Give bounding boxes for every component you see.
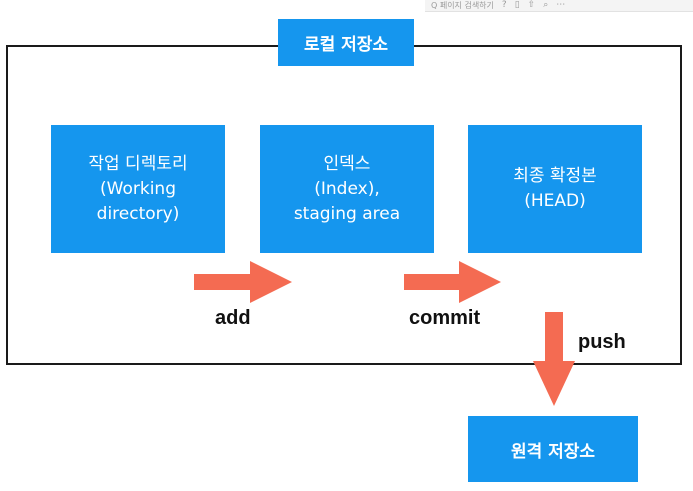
index-subtitle: (Index), <box>314 178 380 199</box>
working-directory-subtitle: (Working <box>100 178 176 199</box>
index-box: 인덱스 (Index), staging area <box>260 125 434 253</box>
add-command-label: add <box>215 307 251 329</box>
working-directory-title: 작업 디렉토리 <box>88 153 188 174</box>
index-title: 인덱스 <box>323 153 371 174</box>
toolbar-search[interactable]: Q 페이지 검색하기 <box>431 1 494 10</box>
local-repository-label: 로컬 저장소 <box>278 19 414 66</box>
viewer-toolbar: Q 페이지 검색하기 ? ▯ ⇧ ⌕ ⋯ <box>425 0 693 12</box>
index-subtitle-2: staging area <box>293 203 401 224</box>
push-command-label: push <box>578 331 626 353</box>
commit-command-label: commit <box>409 307 481 329</box>
help-icon[interactable]: ? <box>501 0 507 10</box>
bookmark-icon[interactable]: ▯ <box>514 0 520 10</box>
head-box: 최종 확정본 (HEAD) <box>468 125 642 253</box>
working-directory-subtitle-2: directory) <box>96 203 180 224</box>
more-icon[interactable]: ⋯ <box>556 0 566 10</box>
head-subtitle: (HEAD) <box>524 191 586 211</box>
remote-repository-box: 원격 저장소 <box>468 416 638 482</box>
head-title: 최종 확정본 <box>513 166 597 186</box>
share-icon[interactable]: ⇧ <box>527 0 536 10</box>
search-icon[interactable]: ⌕ <box>543 0 549 10</box>
working-directory-box: 작업 디렉토리 (Working directory) <box>51 125 225 253</box>
